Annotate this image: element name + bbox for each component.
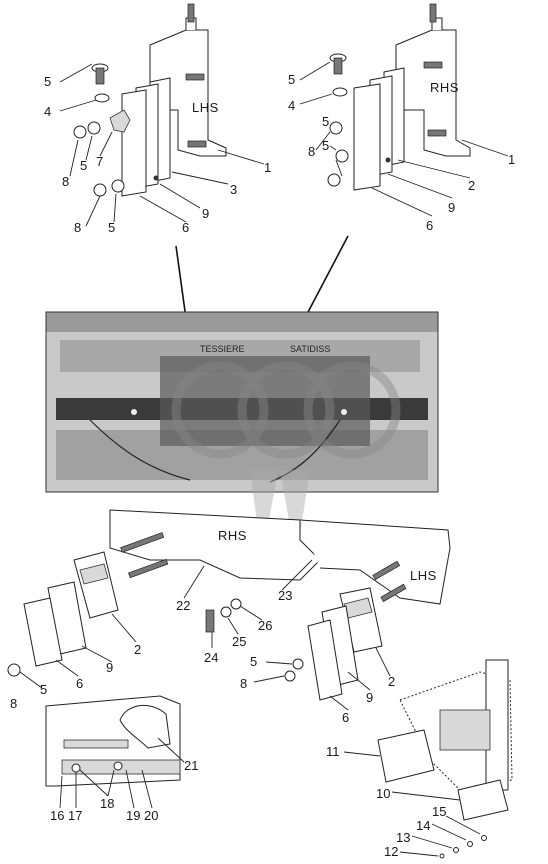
tr-label-5b: 5 — [322, 114, 329, 129]
bl-label-19: 19 — [126, 808, 140, 823]
middle-rail-assembly: 22 23 RHS LHS — [109, 509, 451, 613]
tl-label-5c: 5 — [108, 220, 115, 235]
br-label-15: 15 — [432, 804, 446, 819]
br-label-13: 13 — [396, 830, 410, 845]
watermark-logo — [171, 361, 401, 560]
tr-side-label: RHS — [430, 80, 459, 95]
photo-text-right: SATIDISS — [290, 344, 330, 354]
mc-label-26: 26 — [258, 618, 272, 633]
tr-label-5c: 5 — [322, 138, 329, 153]
tr-label-5: 5 — [288, 72, 295, 87]
mc-label-22: 22 — [176, 598, 190, 613]
tl-label-7: 7 — [96, 154, 103, 169]
br-label-12: 12 — [384, 844, 398, 859]
tl-side-label: LHS — [192, 100, 219, 115]
ml-label-8: 8 — [10, 696, 17, 711]
ml-label-9: 9 — [106, 660, 113, 675]
tl-label-9: 9 — [202, 206, 209, 221]
bl-label-18: 18 — [100, 796, 114, 811]
br-label-14: 14 — [416, 818, 430, 833]
photo-text-left: TESSIERE — [200, 344, 245, 354]
tl-label-1: 1 — [264, 160, 271, 175]
bl-label-17: 17 — [68, 808, 82, 823]
bottom-right-inset: 11 10 15 14 13 12 — [326, 659, 513, 859]
ml-label-6: 6 — [76, 676, 83, 691]
mr-label-2: 2 — [388, 674, 395, 689]
mc-label-25: 25 — [232, 634, 246, 649]
mr-label-8: 8 — [240, 676, 247, 691]
bl-label-20: 20 — [144, 808, 158, 823]
bl-label-21: 21 — [184, 758, 198, 773]
tr-label-8: 8 — [308, 144, 315, 159]
bolt-group: 24 25 26 — [204, 598, 272, 665]
mc-label-23: 23 — [278, 588, 292, 603]
mc-label-24: 24 — [204, 650, 218, 665]
ml-label-2: 2 — [134, 642, 141, 657]
tr-label-6: 6 — [426, 218, 433, 233]
bl-label-16: 16 — [50, 808, 64, 823]
middle-right-plates: 5 8 6 9 2 — [240, 587, 395, 725]
tl-label-6: 6 — [182, 220, 189, 235]
tl-label-4: 4 — [44, 104, 51, 119]
tl-label-8a: 8 — [62, 174, 69, 189]
tr-label-9: 9 — [448, 200, 455, 215]
br-label-11: 11 — [326, 744, 340, 759]
tl-label-5: 5 — [44, 74, 51, 89]
mid-side-label: RHS — [218, 528, 247, 543]
tr-label-1: 1 — [508, 152, 515, 167]
tl-label-5b: 5 — [80, 158, 87, 173]
tr-label-4: 4 — [288, 98, 295, 113]
top-right-assembly: 5 4 8 5 5 6 9 2 1 RHS — [288, 3, 515, 233]
tl-label-3: 3 — [230, 182, 237, 197]
br-label-10: 10 — [376, 786, 390, 801]
lower-side-label: LHS — [410, 568, 437, 583]
tr-label-2: 2 — [468, 178, 475, 193]
mr-label-6: 6 — [342, 710, 349, 725]
ml-label-5: 5 — [40, 682, 47, 697]
top-left-assembly: 5 4 7 8 5 8 5 6 9 3 1 LHS — [44, 3, 271, 235]
tl-label-8b: 8 — [74, 220, 81, 235]
mr-label-5: 5 — [250, 654, 257, 669]
bottom-left-inset: 21 16 17 18 19 20 — [45, 695, 198, 823]
mr-label-9: 9 — [366, 690, 373, 705]
middle-left-plates: 2 9 6 5 8 — [7, 551, 141, 711]
photo-grille: TESSIERE SATIDISS — [45, 311, 439, 493]
